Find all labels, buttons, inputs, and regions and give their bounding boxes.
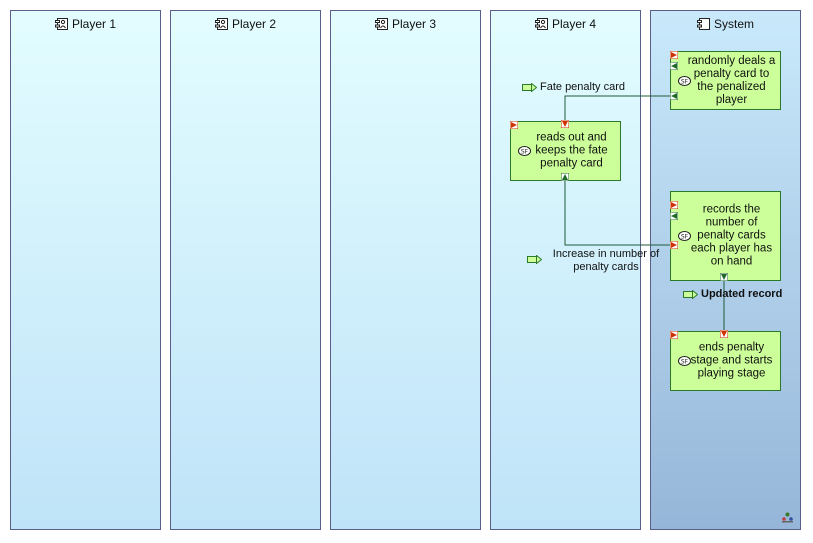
lane-header: Player 1: [11, 16, 160, 32]
flow-label-text: Increase in number of penalty cards: [552, 248, 660, 273]
flow-label-updated-record[interactable]: Updated record: [683, 288, 782, 300]
lane-title: Player 4: [551, 17, 597, 31]
input-port-icon[interactable]: [670, 62, 678, 70]
connector-increase: [564, 180, 670, 246]
lane-title: Player 2: [231, 17, 277, 31]
function-end-penalty-stage[interactable]: SF ends penalty stage and starts playing…: [670, 331, 781, 391]
input-port-icon[interactable]: [670, 331, 678, 339]
lane-header: Player 2: [171, 16, 320, 32]
actor-group-icon: [782, 512, 793, 523]
function-read-penalty-card[interactable]: SF reads out and keeps the fate penalty …: [510, 121, 621, 181]
lane-title: Player 3: [391, 17, 437, 31]
role-icon: [534, 18, 548, 30]
exchange-item-icon: [522, 82, 537, 92]
input-port-icon[interactable]: [670, 212, 678, 220]
lane-player-2[interactable]: Player 2: [170, 10, 321, 530]
output-port-icon[interactable]: [670, 92, 678, 100]
role-icon: [54, 18, 68, 30]
lane-title: System: [713, 17, 754, 31]
svg-text:SF: SF: [681, 358, 689, 365]
input-port-icon[interactable]: [720, 330, 728, 338]
sf-icon: SF: [678, 356, 691, 366]
role-icon: [214, 18, 228, 30]
svg-text:SF: SF: [681, 233, 689, 240]
output-port-icon[interactable]: [720, 273, 728, 281]
lane-player-3[interactable]: Player 3: [330, 10, 481, 530]
flow-label-fate-card[interactable]: Fate penalty card: [522, 81, 625, 93]
sf-icon: SF: [678, 231, 691, 241]
function-label: records the number of penalty cards each…: [690, 203, 773, 268]
input-port-icon[interactable]: [670, 241, 678, 249]
function-label: reads out and keeps the fate penalty car…: [535, 131, 608, 170]
function-label: randomly deals a penalty card to the pen…: [687, 54, 776, 106]
system-component-icon: [696, 18, 710, 30]
output-port-icon[interactable]: [561, 173, 569, 181]
svg-text:SF: SF: [681, 78, 689, 85]
input-port-icon[interactable]: [561, 120, 569, 128]
flow-label-increase[interactable]: Increase in number of penalty cards: [527, 248, 667, 274]
sf-icon: SF: [678, 75, 691, 86]
input-port-icon[interactable]: [670, 51, 678, 59]
connector-fate-card: [564, 95, 670, 121]
function-deal-penalty-card[interactable]: SF randomly deals a penalty card to the …: [670, 51, 781, 110]
lane-header: Player 4: [491, 16, 640, 32]
flow-label-text: Fate penalty card: [540, 81, 625, 93]
function-label: ends penalty stage and starts playing st…: [690, 341, 773, 380]
lane-header: Player 3: [331, 16, 480, 32]
exchange-item-icon: [527, 255, 542, 264]
input-port-icon[interactable]: [670, 201, 678, 209]
function-record-penalty-cards[interactable]: SF records the number of penalty cards e…: [670, 191, 781, 281]
lane-title: Player 1: [71, 17, 117, 31]
svg-text:SF: SF: [521, 148, 529, 155]
lane-player-1[interactable]: Player 1: [10, 10, 161, 530]
input-port-icon[interactable]: [510, 121, 518, 129]
flow-label-text: Updated record: [701, 288, 783, 300]
sf-icon: SF: [518, 146, 531, 156]
lane-header: System: [651, 16, 800, 32]
role-icon: [374, 18, 388, 30]
exchange-item-icon: [683, 289, 698, 299]
